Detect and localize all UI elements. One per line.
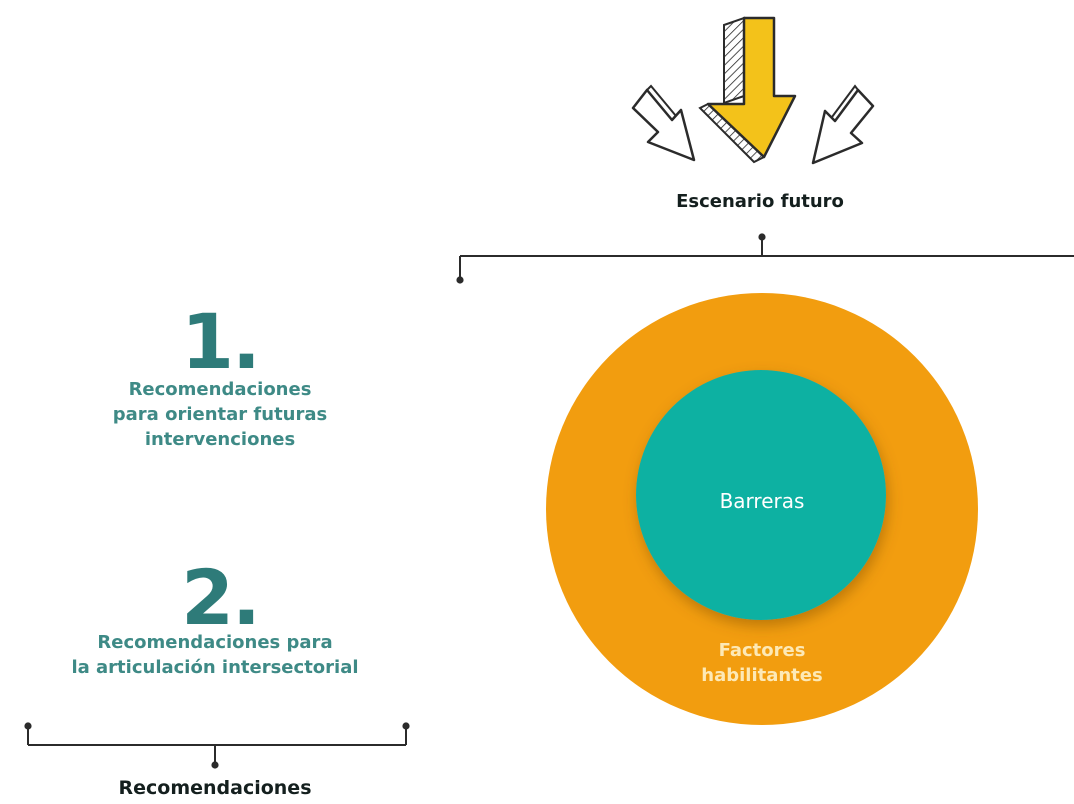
connector-dot [211, 761, 219, 769]
connector-dot [758, 233, 766, 241]
recommendations-title: Recomendaciones [118, 777, 312, 799]
recommendations-connector [27, 727, 407, 764]
barreras-label: Barreras [719, 489, 805, 513]
arrow-down-main-icon [698, 16, 797, 164]
factores-habilitantes-label: Factores habilitantes [701, 640, 823, 686]
connector-dot [456, 276, 464, 284]
scenario-connector [459, 238, 1074, 278]
inner-circle-barreras [636, 370, 886, 620]
arrow-down-right-icon [811, 84, 875, 165]
recommendation-1-text: Recomendaciones para orientar futuras in… [112, 379, 328, 450]
scenario-title: Escenario futuro [676, 191, 844, 212]
arrow-down-left-icon [631, 84, 696, 162]
recommendation-2-number: 2. [181, 553, 261, 642]
connector-dot [402, 722, 410, 730]
recommendation-2-text: Recomendaciones para la articulación int… [71, 632, 359, 678]
connector-dot [24, 722, 32, 730]
recommendation-1-number: 1. [181, 297, 261, 386]
